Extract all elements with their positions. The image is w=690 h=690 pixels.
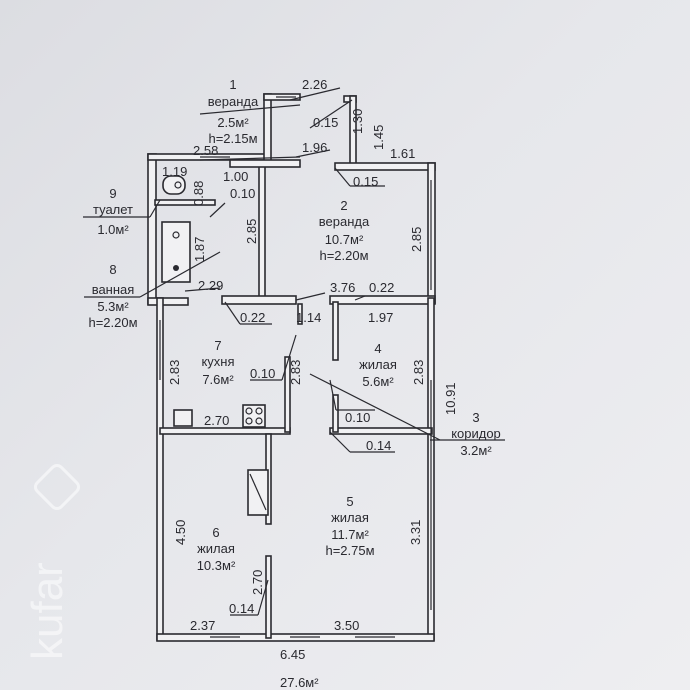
svg-text:2.29: 2.29: [198, 278, 223, 293]
svg-text:0.10: 0.10: [345, 410, 370, 425]
svg-text:1.97: 1.97: [368, 310, 393, 325]
svg-text:2.70: 2.70: [204, 413, 229, 428]
stove-icon: [242, 404, 266, 428]
svg-text:2.37: 2.37: [190, 618, 215, 633]
svg-text:0.22: 0.22: [369, 280, 394, 295]
svg-text:1.96: 1.96: [302, 140, 327, 155]
svg-text:3.76: 3.76: [330, 280, 355, 295]
bathtub-icon: [161, 221, 191, 283]
svg-text:1.45: 1.45: [371, 125, 386, 150]
svg-text:2.83: 2.83: [288, 360, 303, 385]
svg-text:h=2.75м: h=2.75м: [325, 543, 374, 558]
svg-text:туалет: туалет: [93, 202, 133, 217]
kufar-watermark: kufar: [23, 562, 72, 660]
svg-text:2.26: 2.26: [302, 77, 327, 92]
svg-text:жилая: жилая: [359, 357, 397, 372]
svg-text:7: 7: [214, 338, 221, 353]
svg-text:0.14: 0.14: [229, 601, 254, 616]
svg-text:1.61: 1.61: [390, 146, 415, 161]
svg-text:3.2м²: 3.2м²: [460, 443, 492, 458]
svg-text:ванная: ванная: [92, 282, 135, 297]
svg-text:жилая: жилая: [197, 541, 235, 556]
svg-text:3.50: 3.50: [334, 618, 359, 633]
svg-text:kufar: kufar: [23, 562, 72, 660]
svg-text:0.10: 0.10: [230, 186, 255, 201]
svg-text:h=2.20м: h=2.20м: [319, 248, 368, 263]
svg-text:5: 5: [346, 494, 353, 509]
windows: [159, 96, 432, 638]
svg-text:коридор: коридор: [451, 426, 501, 441]
svg-text:3.31: 3.31: [408, 520, 423, 545]
svg-text:2: 2: [340, 198, 347, 213]
svg-text:0.10: 0.10: [250, 366, 275, 381]
svg-text:4.50: 4.50: [173, 520, 188, 545]
svg-text:1.00: 1.00: [223, 169, 248, 184]
svg-text:5.6м²: 5.6м²: [362, 374, 394, 389]
svg-text:кухня: кухня: [201, 354, 234, 369]
svg-text:0.14: 0.14: [366, 438, 391, 453]
svg-text:10.91: 10.91: [443, 382, 458, 415]
svg-text:7.6м²: 7.6м²: [202, 372, 234, 387]
svg-text:1.87: 1.87: [192, 237, 207, 262]
svg-text:1.19: 1.19: [162, 164, 187, 179]
svg-text:2.85: 2.85: [244, 219, 259, 244]
svg-text:0.15: 0.15: [353, 174, 378, 189]
svg-text:1.30: 1.30: [350, 109, 365, 134]
svg-text:h=2.15м: h=2.15м: [208, 131, 257, 146]
svg-text:h=2.20м: h=2.20м: [88, 315, 137, 330]
svg-text:10.3м²: 10.3м²: [197, 558, 236, 573]
svg-text:2.83: 2.83: [167, 360, 182, 385]
watermark-logo-icon: [33, 463, 81, 511]
svg-text:6.45: 6.45: [280, 647, 305, 662]
svg-text:1.14: 1.14: [296, 310, 321, 325]
svg-text:11.7м²: 11.7м²: [331, 527, 369, 542]
dimension-labels: 2.26 0.15 1.30 1.45 2.58 1.96 1.61 1.19 …: [162, 77, 458, 690]
svg-text:2.70: 2.70: [250, 570, 265, 595]
svg-text:5.3м²: 5.3м²: [97, 299, 129, 314]
svg-text:веранда: веранда: [319, 214, 370, 229]
toilet-icon: [162, 175, 186, 195]
svg-text:0.22: 0.22: [240, 310, 265, 325]
svg-text:4: 4: [374, 341, 381, 356]
svg-text:жилая: жилая: [331, 510, 369, 525]
leader-lines: [83, 87, 505, 616]
svg-text:2.5м²: 2.5м²: [217, 115, 249, 130]
svg-text:2.85: 2.85: [409, 227, 424, 252]
svg-text:0.15: 0.15: [313, 115, 338, 130]
svg-text:1: 1: [229, 77, 236, 92]
svg-text:0.88: 0.88: [191, 181, 206, 206]
svg-text:2.83: 2.83: [411, 360, 426, 385]
total-area: 27.6м²: [280, 675, 319, 690]
sink-icon: [173, 409, 193, 427]
svg-text:2.58: 2.58: [193, 143, 218, 158]
svg-text:8: 8: [109, 262, 116, 277]
svg-text:веранда: веранда: [208, 94, 259, 109]
svg-text:6: 6: [212, 525, 219, 540]
svg-text:9: 9: [109, 186, 116, 201]
svg-text:3: 3: [472, 410, 479, 425]
svg-text:10.7м²: 10.7м²: [325, 232, 364, 247]
svg-text:1.0м²: 1.0м²: [97, 222, 129, 237]
